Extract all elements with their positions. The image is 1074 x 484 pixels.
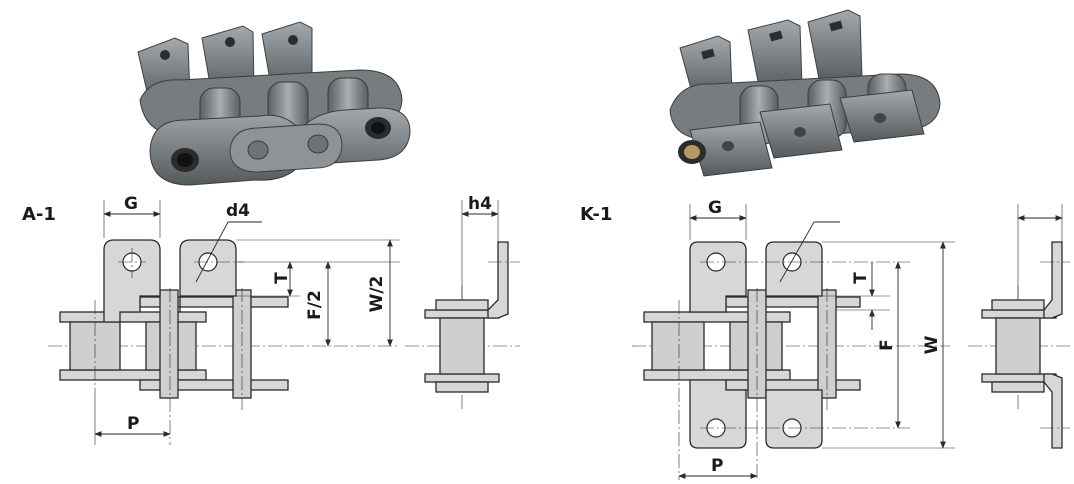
a1-side-view (405, 200, 520, 410)
a1-label-P: P (127, 414, 139, 434)
a1-label-F-half: F/2 (305, 290, 325, 320)
a1-label-d4: d4 (226, 201, 250, 221)
a1-section-label: A-1 (22, 204, 56, 225)
k1-label-G: G (708, 198, 722, 218)
k1-label-W: W (922, 335, 942, 354)
a1-label-h4: h4 (468, 194, 492, 214)
chain-a1-photo (137, 21, 411, 186)
k1-section-label: K-1 (580, 204, 612, 225)
k1-label-F: F (877, 339, 897, 351)
k1-label-T: T (851, 272, 871, 284)
a1-label-G: G (124, 194, 138, 214)
a1-label-W-half: W/2 (367, 276, 387, 313)
k1-front-view (632, 204, 955, 480)
a1-front-view (48, 200, 400, 445)
chain-k1-photo (669, 9, 941, 177)
k1-side-view (968, 204, 1070, 449)
k1-label-P: P (711, 456, 723, 476)
a1-label-T: T (272, 272, 292, 284)
